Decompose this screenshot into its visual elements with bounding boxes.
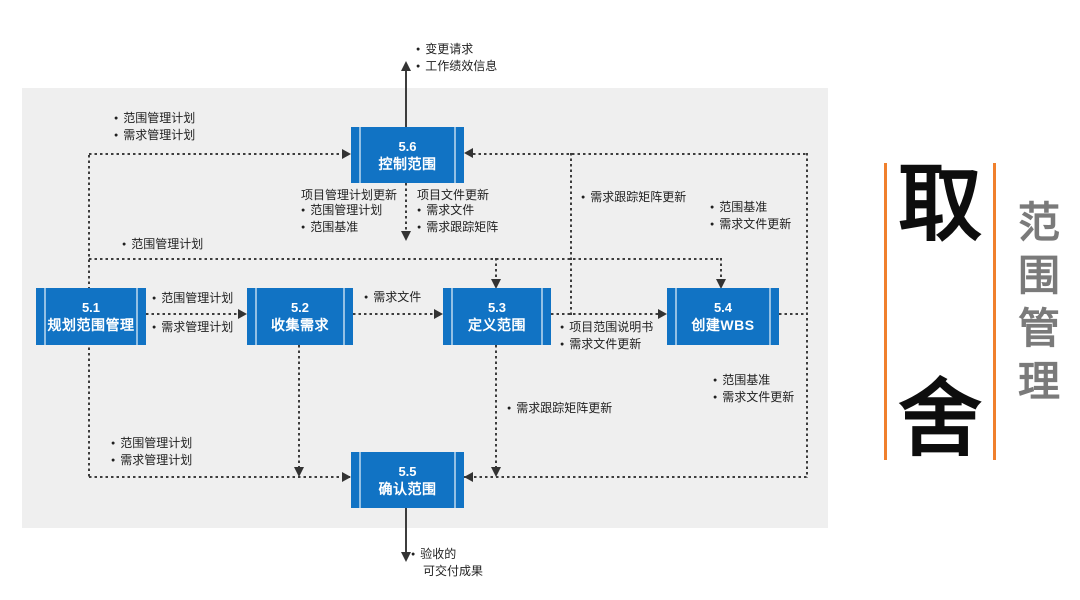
connector-5-1-to-5-6 — [89, 153, 343, 155]
label-heading: 项目管理计划更新 — [301, 188, 398, 202]
label-traceability-update-top: 需求跟踪矩阵更新 — [581, 190, 686, 207]
label-baseline-updates-bottom: 范围基准 需求文件更新 — [713, 373, 794, 407]
node-number: 5.5 — [398, 463, 417, 479]
label-line: 范围基准 — [301, 220, 397, 237]
label-plan-inputs-bottom: 范围管理计划 需求管理计划 — [111, 436, 192, 470]
process-node-5-3: 5.3 定义范围 — [443, 288, 551, 345]
connector-5-1-to-5-2 — [146, 313, 239, 315]
label-traceability-update-bottom: 需求跟踪矩阵更新 — [507, 401, 612, 418]
label-line: 需求跟踪矩阵 — [417, 220, 498, 237]
node-name: 创建WBS — [691, 317, 755, 333]
arrowhead-into-5-6-right — [464, 148, 473, 158]
connector-5-3-to-5-4 — [551, 313, 659, 315]
arrowhead-5-3-drop — [491, 467, 501, 477]
process-node-5-4: 5.4 创建WBS — [667, 288, 779, 345]
node-number: 5.1 — [81, 300, 101, 315]
label-line: 需求文件 — [364, 290, 421, 307]
label-line: 需求跟踪矩阵更新 — [507, 401, 612, 418]
connector-mid-rail — [570, 153, 572, 315]
label-line: 范围管理计划 — [152, 291, 233, 308]
label-line: 范围管理计划 — [301, 203, 397, 220]
slogan-char-top: 取 — [897, 154, 982, 253]
arrowhead-5-2-drop — [294, 467, 304, 477]
slogan-char-bottom: 舍 — [897, 368, 982, 468]
process-node-5-5: 5.5 确认范围 — [351, 452, 464, 508]
label-line: 需求管理计划 — [114, 128, 195, 145]
arrowhead-5-5-down — [401, 552, 411, 562]
node-number: 5.4 — [713, 300, 733, 315]
label-line: 需求管理计划 — [111, 453, 192, 470]
arrowhead-into-5-4-top — [716, 279, 726, 289]
label-line: 需求跟踪矩阵更新 — [581, 190, 686, 207]
arrowhead-5-6-up — [401, 61, 411, 71]
label-5-1-output-2: 需求管理计划 — [152, 320, 233, 337]
label-line: 需求文件更新 — [713, 390, 794, 407]
arrowhead-5-6-output-drop — [401, 231, 411, 241]
label-line: 范围基准 — [710, 200, 791, 217]
arrowhead-into-5-5-right — [464, 472, 473, 482]
label-requirements-doc: 需求文件 — [364, 290, 421, 307]
label-plan-inputs-top: 范围管理计划 需求管理计划 — [114, 111, 195, 145]
connector-5-2-drop — [298, 345, 300, 467]
connector-right-to-5-6 — [473, 153, 808, 155]
node-name: 确认范围 — [378, 480, 437, 497]
label-line: 需求管理计划 — [152, 320, 233, 337]
connector-drop-to-5-4-top — [720, 258, 722, 280]
label-line: 工作绩效信息 — [416, 59, 497, 76]
label-pm-plan-updates: 项目管理计划更新 范围管理计划 范围基准 — [301, 188, 397, 237]
arrowhead-into-5-5-left — [342, 472, 351, 482]
process-node-5-2: 5.2 收集需求 — [247, 288, 353, 345]
label-line: 范围管理计划 — [114, 111, 195, 128]
label-line: 验收的 — [411, 547, 483, 564]
label-line: 范围管理计划 — [122, 237, 203, 254]
node-name: 规划范围管理 — [47, 317, 135, 333]
connector-drop-to-5-3-top — [495, 258, 497, 280]
node-number: 5.3 — [487, 300, 507, 315]
process-node-5-6: 5.6 控制范围 — [351, 127, 464, 183]
label-5-1-output-1: 范围管理计划 — [152, 291, 233, 308]
arrowhead-into-5-3 — [434, 309, 443, 319]
label-scope-plan-mid: 范围管理计划 — [122, 237, 203, 254]
label-line: 可交付成果 — [423, 564, 484, 578]
connector-scope-plan-rail — [89, 258, 721, 260]
node-name: 定义范围 — [468, 317, 526, 333]
connector-5-6-output-drop — [405, 183, 407, 232]
arrowhead-into-5-3-top — [491, 279, 501, 289]
label-line: 变更请求 — [416, 42, 497, 59]
arrowhead-into-5-2 — [238, 309, 247, 319]
label-baseline-updates-top: 范围基准 需求文件更新 — [710, 200, 791, 234]
label-line: 项目范围说明书 — [560, 320, 653, 337]
label-heading: 项目文件更新 — [417, 188, 490, 202]
node-number: 5.2 — [290, 300, 310, 315]
label-scope-statement-outputs: 项目范围说明书 需求文件更新 — [560, 320, 653, 354]
label-line: 需求文件更新 — [710, 217, 791, 234]
connector-5-5-down-output — [405, 508, 407, 553]
connector-5-4-to-right-rail — [779, 313, 808, 315]
connector-5-3-drop — [495, 345, 497, 467]
label-line: 需求文件更新 — [560, 337, 653, 354]
label-line: 需求文件 — [417, 203, 498, 220]
node-name: 收集需求 — [271, 317, 329, 333]
label-top-outputs: 变更请求 工作绩效信息 — [416, 42, 497, 76]
connector-right-rail — [806, 153, 808, 478]
node-number: 5.6 — [398, 138, 417, 154]
side-slogan: 取 舍 — [884, 154, 996, 468]
connector-5-2-to-5-3 — [353, 313, 435, 315]
label-accepted-deliverables: 验收的 可交付成果 — [411, 547, 483, 579]
arrowhead-into-5-6-left — [342, 149, 351, 159]
arrowhead-into-5-4 — [658, 309, 667, 319]
side-vertical-title: 范围管理 — [1017, 199, 1060, 405]
connector-5-6-up-output — [405, 70, 407, 127]
label-line: 范围基准 — [713, 373, 794, 390]
label-line: 范围管理计划 — [111, 436, 192, 453]
process-node-5-1: 5.1 规划范围管理 — [36, 288, 146, 345]
node-name: 控制范围 — [378, 155, 437, 172]
label-doc-updates: 项目文件更新 需求文件 需求跟踪矩阵 — [417, 188, 498, 237]
